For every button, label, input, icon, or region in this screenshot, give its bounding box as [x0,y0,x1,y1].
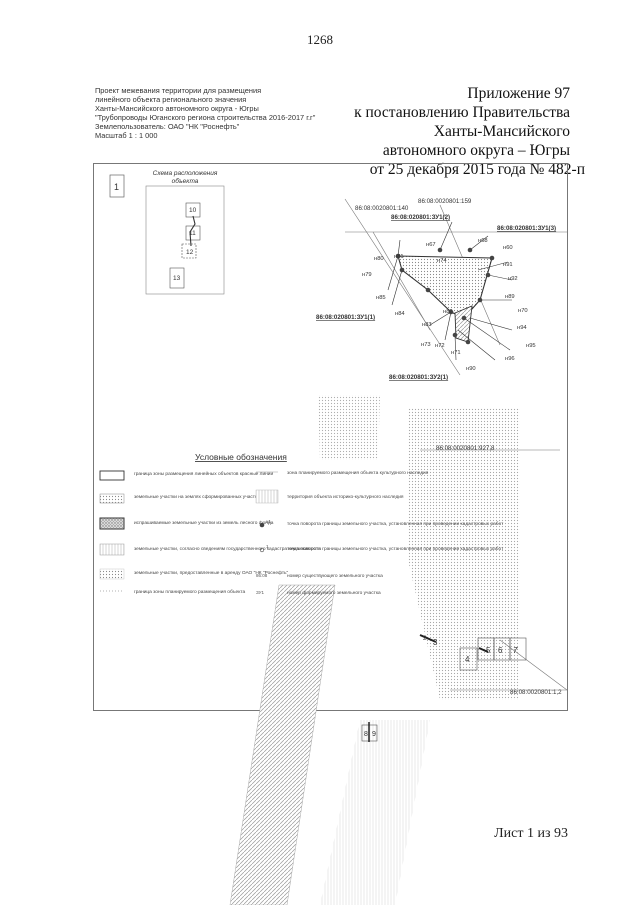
inset-title-2: объекта [172,177,199,185]
svg-text:земельные участки, согласно св: земельные участки, согласно сведениям го… [134,547,321,552]
svg-text:н90: н90 [466,366,476,372]
svg-text:н95: н95 [526,343,536,349]
parcel-label-zu1-3: 86:08:020801:ЗУ1(3) [497,225,556,232]
svg-text:н84: н84 [395,311,405,317]
parcel-label-140: 86:08:0020801:140 [355,205,409,212]
svg-text:н96: н96 [505,356,515,362]
svg-text:3: 3 [433,638,438,647]
parcel-label-zu1-1: 86:08:020801:ЗУ1(1) [316,314,375,321]
svg-text:4: 4 [465,655,470,664]
sheet-label: Лист 1 из 93 [494,826,568,841]
svg-text:зона планируемого размещения о: зона планируемого размещения объекта кул… [287,470,429,476]
parcel-dotted-1 [318,395,380,460]
svg-text:земельные участки, предоставле: земельные участки, предоставленные в аре… [134,570,289,576]
parcel-label-zu1-2: 86:08:020801:ЗУ1(2) [391,214,450,221]
svg-text:н71: н71 [451,350,461,356]
inset-num-10: 10 [189,207,197,214]
svg-text:н91: н91 [503,262,513,268]
project-line-2: линейного объекта регионального значения [95,95,247,104]
svg-text:н79: н79 [362,272,372,278]
svg-text:н72: н72 [435,343,445,349]
forest-band [229,584,336,905]
forest-band-light [320,720,430,905]
project-line-3: Ханты-Мансийского автономного округа - Ю… [95,104,259,113]
svg-text:испрашиваемые земельные участк: испрашиваемые земельные участки из земел… [134,520,274,526]
page-number: 1268 [307,32,333,47]
project-line-6: Масштаб 1 : 1 000 [95,131,158,140]
inset-scheme: Схема расположения объекта 10 11 12 13 [145,170,225,295]
svg-text:н70: н70 [518,308,528,314]
svg-text:1: 1 [266,544,269,549]
svg-text:н89: н89 [505,294,515,300]
appendix-line-4: автономного округа – Югры [382,142,570,159]
inset-num-13: 13 [173,275,181,282]
svg-text:н83: н83 [422,322,432,328]
svg-text:н81: н81 [394,254,404,260]
map-frame [93,163,568,711]
svg-text:86:08: 86:08 [256,573,268,578]
svg-text:н73: н73 [421,342,431,348]
project-line-1: Проект межевания территории для размещен… [95,86,262,95]
svg-text:н80: н80 [374,256,384,262]
svg-text:9: 9 [372,731,376,738]
svg-text:2: 2 [423,635,427,642]
svg-text:точка поворота границы земельн: точка поворота границы земельного участк… [287,521,504,527]
svg-text:н82: н82 [443,309,453,315]
svg-text:н94: н94 [517,325,527,331]
svg-text:номер существующего земельного: номер существующего земельного участка [287,574,383,579]
svg-text:граница зоны размещения линейн: граница зоны размещения линейных объекто… [134,470,273,477]
legend: Условные обозначения граница зоны размещ… [99,452,504,596]
point-labels: н80 н81 н67 н68 н60 н74 н91 н79 н92 н89 … [362,238,536,372]
svg-text:н68: н68 [478,238,488,244]
svg-text:н1: н1 [266,519,271,524]
svg-text:5: 5 [486,646,491,655]
appendix-line-2: к постановлению Правительства [354,104,570,121]
inset-title-1: Схема расположения [153,170,218,177]
svg-text:6: 6 [498,646,503,655]
parcel-label-1: 86:08:0020801:1,2 [510,689,562,696]
svg-text:территория объекта историко-ку: территория объекта историко-культурного … [287,494,404,500]
appendix-line-5: от 25 декабря 2015 года № 482-п [369,161,585,178]
parcel-label-159: 86:08:0020801:159 [418,198,472,205]
project-line-4: "Трубопроводы Юганского региона строител… [95,113,316,122]
svg-text:земельные участки на землях сф: земельные участки на землях сформированн… [134,494,263,500]
parcel-label-zu2-1: 86:08:020801:ЗУ2(1) [389,374,448,381]
svg-text:н92: н92 [508,276,518,282]
turning-points [395,247,495,345]
svg-text:н74: н74 [437,258,447,264]
legend-title: Условные обозначения [195,452,287,462]
north-marker: 1 [109,174,125,198]
parcel-dotted-2 [408,408,520,700]
survey-rays [387,221,513,361]
svg-text:7: 7 [513,646,518,655]
svg-text:номер формируемого земельного: номер формируемого земельного участка [287,590,381,596]
svg-text:граница зоны планируемого разм: граница зоны планируемого размещения объ… [134,589,246,595]
inset-num-12: 12 [186,249,194,256]
appendix-line-3: Ханты-Мансийского [433,123,570,140]
svg-text:8: 8 [364,731,368,738]
svg-text:точка поворота границы земельн: точка поворота границы земельного участк… [287,546,504,552]
parcel-label-927: 86:08:0020801:927,8 [436,445,495,452]
inset-num-11: 11 [189,230,196,237]
project-line-5: Землепользователь: ОАО "НК "Роснефть" [95,122,240,131]
svg-text:ЗУ1: ЗУ1 [256,590,265,595]
svg-text:н60: н60 [503,245,513,251]
appendix-line-1: Приложение 97 [467,85,570,102]
svg-text:н67: н67 [426,242,436,248]
sheet-index: 2 3 4 5 6 7 8 9 [361,634,527,742]
north-marker-label: 1 [114,182,119,192]
svg-text:н85: н85 [376,295,386,301]
